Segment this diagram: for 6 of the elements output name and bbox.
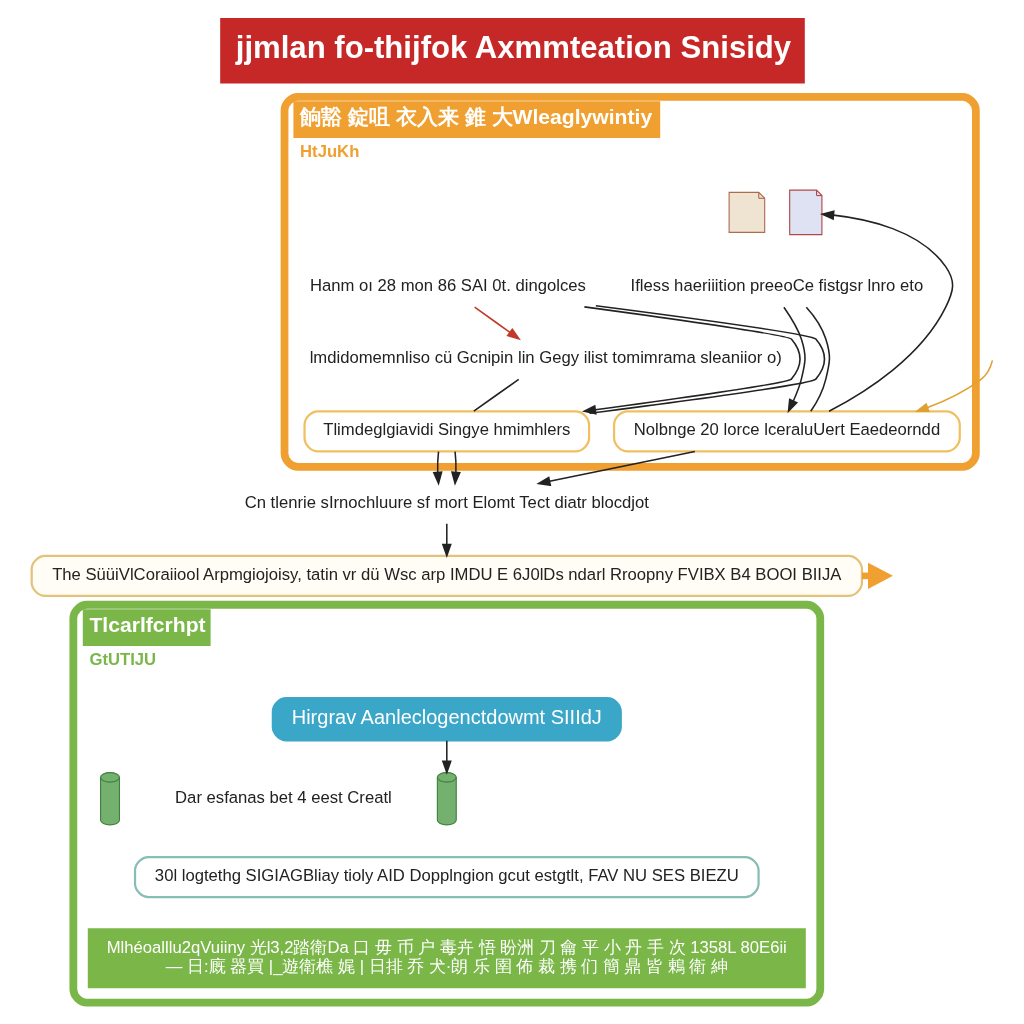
diagram-title: jjmlan fo-thijfok Axmmteation Snisidy [235, 29, 791, 65]
node-text: Dar esfanas bet 4 eest Creatl [174, 787, 392, 807]
node-text: Hanm oı 28 mon 86 SAI 0t. dingolces [309, 275, 586, 295]
node-text: lmdidomemnliso cü Gcnipin lin Gegy ilist tomimrama sleaniior o) [309, 347, 782, 367]
node-text: Cn tlenrie sIrnochluure sf mort Elomt Tect diatr blocdjot [244, 492, 649, 511]
node-text: Ifless haeriiition preeoCe fistgsr lnro eto [630, 275, 923, 295]
